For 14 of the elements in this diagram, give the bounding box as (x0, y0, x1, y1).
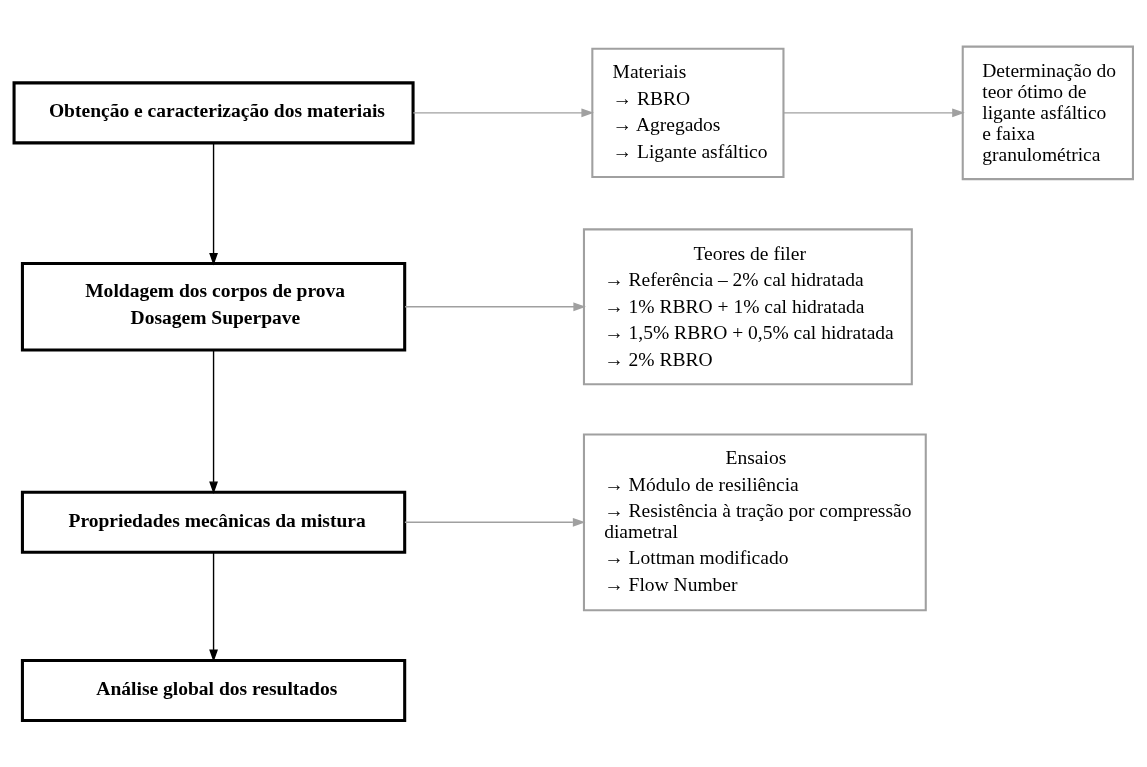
arrow (209, 349, 218, 495)
node-box: Teores de filer → Referência – 2% cal hidratada → 1% RBRO + 1% cal hidratada → 1,5% RBRO + 0,5% cal hidratada → 2% RBRO (582, 228, 913, 386)
node-box: Moldagem dos corpos de prova Dosagem Superpave (20, 262, 407, 352)
node-box: Propriedades mecânicas da mistura (20, 490, 407, 554)
node-box: Ensaios → Módulo de resiliência → Resistência à tração por compressão diametral → Lottman modificado → Flow Number (582, 433, 927, 612)
node-box: Materiais → RBRO → Agregados → Ligante asfáltico (591, 47, 785, 179)
arrow (404, 302, 586, 312)
arrow (209, 142, 218, 266)
arrow (412, 108, 594, 118)
node-box: Determinação do teor ótimo de ligante asfáltico e faixa granulométrica (961, 45, 1134, 181)
arrow (404, 517, 586, 527)
node-box: Obtenção e caracterização dos materiais (12, 81, 415, 145)
node-box: Análise global dos resultados (20, 658, 407, 722)
arrow (782, 108, 965, 118)
